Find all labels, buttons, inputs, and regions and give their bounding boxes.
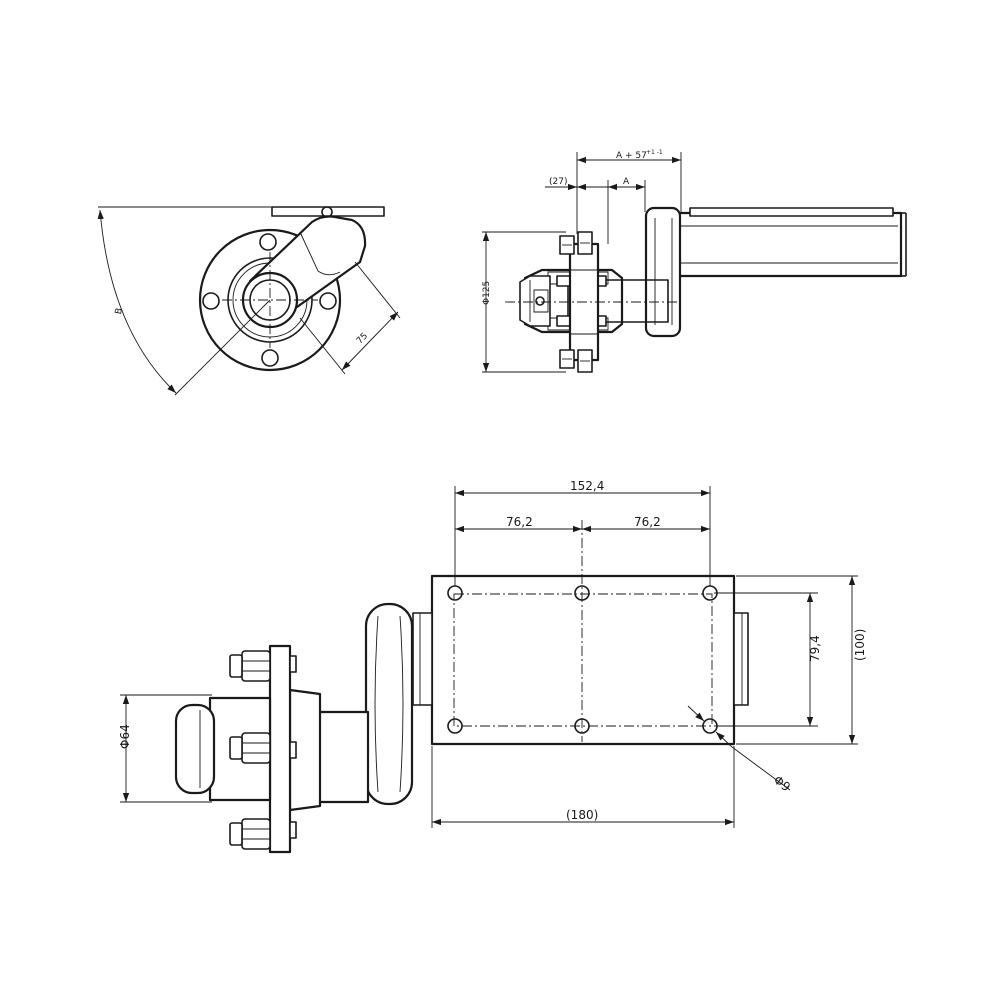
width152-label: 152,4 (570, 479, 604, 493)
hole-dia-leader (731, 746, 791, 791)
wheel-nut (229, 650, 271, 682)
castle-nut (535, 296, 545, 306)
mount-hole (574, 585, 590, 601)
offset-dim-line (341, 311, 399, 371)
dia125-label: Φ125 (482, 281, 492, 305)
wheel-nut (229, 818, 271, 850)
length180-label: (180) (566, 808, 598, 822)
height79-label: 79,4 (808, 635, 822, 662)
dust-cap-top (174, 703, 216, 795)
dia64-label: Φ64 (118, 724, 132, 749)
offset-dim-label: 75 (355, 331, 370, 346)
top-view: Φ64 152,4 76,2 76,2 79,4 (100) Φ9 (180) (118, 479, 867, 854)
angle-arc (97, 209, 177, 394)
section-view: Φ125 A + 57 +1 -1 (27) A (482, 149, 907, 373)
shaft-section (567, 279, 669, 323)
torsion-arm (364, 602, 414, 806)
ref27-label: (27) (549, 177, 567, 187)
bolt-hole (202, 292, 220, 310)
height100-label: (100) (853, 629, 867, 661)
front-view: B 75 (97, 206, 401, 396)
dust-cap (519, 275, 551, 327)
half-right-label: 76,2 (634, 515, 661, 529)
a57-tolerance: +1 -1 (646, 149, 663, 156)
shaft (316, 710, 370, 804)
hole-dia-label: Φ9 (771, 773, 793, 795)
mount-hole (447, 718, 463, 734)
arm-profile (644, 206, 682, 338)
right-stub (733, 612, 749, 706)
arm-edge (299, 231, 341, 276)
a57-label: A + 57 (616, 151, 647, 161)
bolt-hole (319, 292, 337, 310)
hole-pattern (453, 593, 713, 727)
half-left-label: 76,2 (506, 515, 533, 529)
angle-label: B (114, 307, 125, 315)
bolt-hole (261, 349, 279, 367)
wheel-flange (268, 644, 292, 854)
left-stub (412, 612, 433, 706)
tube-plate (689, 207, 894, 217)
wheel-nut (229, 732, 271, 764)
axle-tube (676, 211, 903, 278)
a-label: A (623, 177, 630, 187)
angle-extension (174, 299, 271, 396)
mounting-plate (271, 206, 385, 217)
mount-hole (574, 718, 590, 734)
bolt-hole (259, 233, 277, 251)
